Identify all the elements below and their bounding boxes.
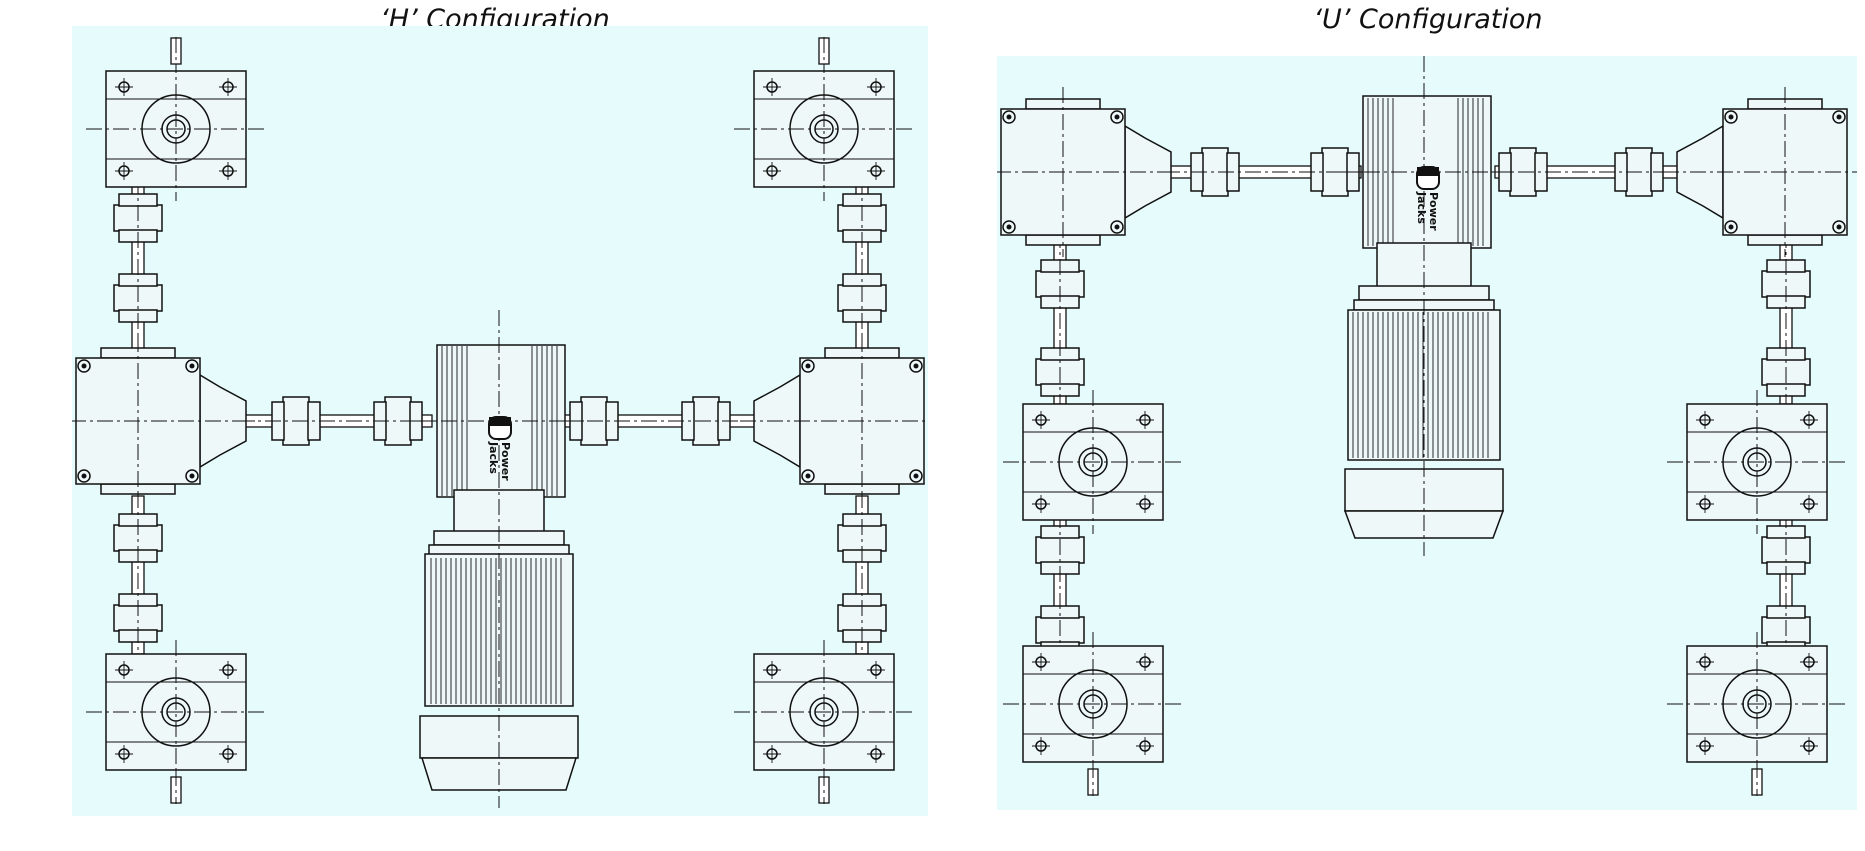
left-bevel-gearbox-icon [997, 87, 1185, 257]
right-upper-shaft-coupling-icon [837, 178, 887, 360]
left-bevel-gearbox-icon [72, 336, 260, 506]
left-upper-shaft-coupling-icon [1035, 232, 1085, 408]
right-lower-shaft-coupling-icon [837, 492, 887, 658]
right-bevel-gearbox-icon [1663, 87, 1857, 257]
right-upper-screw-jack-icon [1667, 390, 1847, 534]
right-bevel-gearbox-icon [740, 336, 928, 506]
svg-text:Power: Power [1427, 192, 1440, 231]
left-lower-shaft-coupling-icon [113, 492, 163, 658]
left-cross-shaft-coupling-icon [238, 396, 436, 446]
svg-text:Power: Power [499, 442, 512, 481]
svg-text:Jacks: Jacks [1415, 191, 1428, 224]
top-left-screw-jack-icon [86, 37, 266, 201]
top-right-screw-jack-icon [734, 37, 914, 201]
left-upper-screw-jack-icon [1003, 390, 1183, 534]
right-cross-shaft-coupling-icon [1491, 147, 1719, 197]
left-lower-screw-jack-icon [1003, 632, 1183, 796]
left-upper-shaft-coupling-icon [113, 178, 163, 360]
right-lower-shaft-coupling-icon [1761, 512, 1811, 655]
u-configuration-title: ‘U’ Configuration [1313, 4, 1543, 35]
svg-text:Jacks: Jacks [487, 441, 500, 474]
bottom-right-screw-jack-icon [734, 640, 914, 804]
right-lower-screw-jack-icon [1667, 632, 1847, 796]
bottom-left-screw-jack-icon [86, 640, 266, 804]
right-upper-shaft-coupling-icon [1761, 232, 1811, 408]
